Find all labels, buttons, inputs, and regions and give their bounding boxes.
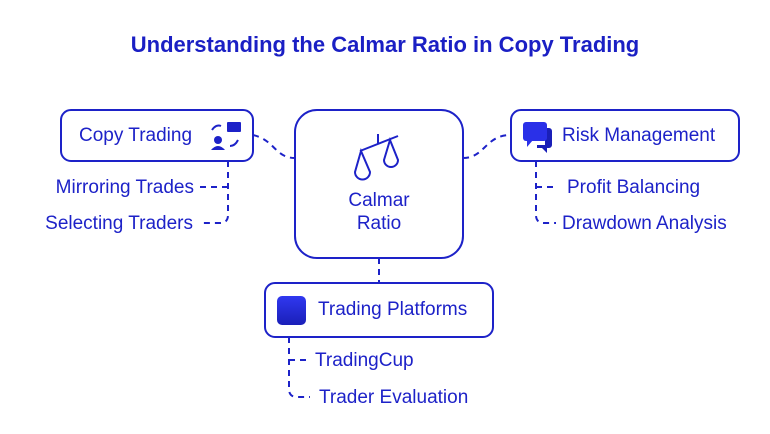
square-icon bbox=[277, 296, 306, 325]
tradingcup-label: TradingCup bbox=[315, 350, 414, 371]
scale-icon bbox=[353, 134, 400, 181]
risk-management-box bbox=[510, 109, 740, 162]
risk-management-label: Risk Management bbox=[562, 125, 716, 146]
diagram-title: Understanding the Calmar Ratio in Copy T… bbox=[130, 32, 640, 57]
trader-evaluation-label: Trader Evaluation bbox=[319, 387, 469, 408]
copy-trading-label: Copy Trading bbox=[79, 125, 193, 146]
center-label-line1: Calmar bbox=[348, 190, 410, 211]
center-label-line2: Ratio bbox=[356, 213, 402, 234]
chat-bubbles-icon bbox=[523, 122, 552, 153]
center-node-box bbox=[294, 109, 464, 259]
drawdown-analysis-label: Drawdown Analysis bbox=[562, 213, 727, 234]
mirroring-trades-label: Mirroring Trades bbox=[55, 177, 194, 198]
profit-balancing-label: Profit Balancing bbox=[567, 177, 701, 198]
connectors bbox=[200, 134, 556, 398]
trading-platforms-label: Trading Platforms bbox=[318, 299, 468, 320]
selecting-traders-label: Selecting Traders bbox=[45, 213, 193, 234]
copy-trading-icon bbox=[211, 122, 241, 150]
